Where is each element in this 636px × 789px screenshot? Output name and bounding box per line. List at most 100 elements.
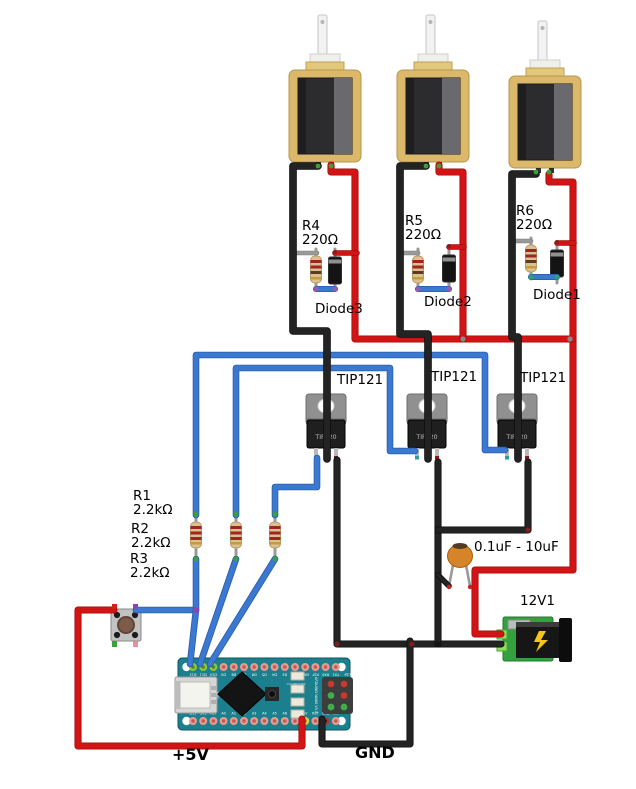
resistor-band-gold [310, 277, 322, 280]
junction-dot [446, 286, 452, 292]
transistor-pin-tip [415, 456, 419, 460]
resistor-r1 [190, 513, 202, 557]
icsp-pin [327, 703, 335, 711]
wire-black-arduino-gnd [318, 637, 414, 748]
nano-pin-label-top: GND [301, 673, 309, 677]
junction-dot [533, 169, 539, 175]
label-diode2: Diode2 [424, 294, 472, 310]
coil-highlight [442, 78, 460, 154]
nano-pin-label-top: D3 [282, 673, 287, 677]
resistor-band [190, 526, 202, 529]
resistor-band-gold [190, 542, 202, 545]
nano-pin-top-center [242, 665, 246, 669]
resistor-band [230, 526, 242, 529]
solenoid-2 [396, 14, 470, 167]
resistor-r4 [310, 247, 322, 292]
junction-dot [328, 163, 334, 169]
label-r3-value: 2.2kΩ [130, 565, 170, 581]
label-diode3: Diode3 [315, 301, 363, 317]
wire-blue-r2-to-d11 [196, 555, 240, 668]
junction-dot [193, 607, 199, 613]
nano-pin-label-top: RST [311, 673, 319, 677]
nano-pin-bottom-center [201, 719, 205, 723]
label-r5-value: 220Ω [405, 227, 441, 243]
transistor-pin [435, 448, 439, 457]
button-screw [113, 631, 121, 639]
nano-pin-label-bottom: A5 [272, 712, 276, 716]
label-diode1: Diode1 [533, 287, 581, 303]
nano-pin-label-bottom: A3 [252, 712, 256, 716]
junction-dot [333, 250, 337, 254]
nano-pin-bottom-center [252, 719, 256, 723]
wire-core [193, 352, 508, 518]
junction-dot [133, 604, 139, 610]
junction-dots [111, 163, 573, 647]
wire-core [290, 163, 330, 462]
icsp-pin [340, 692, 348, 699]
nano-pin-bottom-center [283, 719, 287, 723]
nano-pin-top-center [221, 665, 226, 669]
junction-dot [193, 556, 199, 562]
wire-blue-r2-to-tip2-base [232, 364, 419, 519]
resistor-band [230, 537, 242, 540]
diode-1 [550, 240, 564, 285]
icsp-pin [327, 680, 335, 688]
resistor-band [269, 531, 281, 535]
wire-black-solenoid2-collector [396, 162, 432, 463]
label-r1: R1 [133, 488, 151, 504]
junction-dot [460, 336, 466, 342]
junction-dot [272, 511, 278, 517]
usb-ridge [211, 686, 217, 690]
nano-pin-bottom-center [272, 719, 277, 723]
plunger-hole [428, 20, 433, 24]
transistor-pin-tip [505, 456, 509, 460]
junction-dot [435, 641, 441, 647]
wire-core [197, 556, 239, 667]
jack-barrel-shine [516, 622, 562, 627]
junction-dot [423, 163, 429, 169]
resistor-r2 [230, 513, 242, 557]
junction-dot [409, 641, 415, 647]
nano-pin-bottom-center [313, 719, 318, 723]
icsp-label: ICSP [344, 672, 351, 676]
junction-dot [332, 286, 338, 292]
label-r3: R3 [130, 551, 148, 567]
wire-core [436, 162, 466, 342]
junction-dot [111, 604, 117, 610]
junction-dot [415, 286, 421, 292]
junction-dot [546, 169, 552, 175]
resistor-band [230, 531, 242, 535]
resistor-band [190, 537, 202, 540]
wire-core [233, 365, 418, 518]
nano-pin-label-top: TX1 [333, 673, 341, 677]
button-screw [113, 611, 121, 619]
reset-button-cap [268, 690, 276, 698]
resistor-band [190, 531, 202, 535]
diode-2 [442, 245, 456, 290]
solenoid-pin [536, 168, 541, 173]
label-r4: R4 [302, 218, 320, 234]
resistor-r3 [269, 513, 281, 557]
junction-dot [334, 641, 340, 647]
nano-pin-label-top: D6 [252, 673, 257, 677]
label-r6: R6 [516, 203, 534, 219]
nano-pin-label-bottom: RST [312, 712, 320, 716]
nano-pin-label-bottom: A4 [262, 712, 266, 716]
transistor-pin [314, 448, 318, 457]
junction-dot [193, 511, 199, 517]
transistor-pin [334, 448, 338, 457]
cap-top-rim [452, 543, 468, 549]
junction-dot [467, 584, 473, 590]
transistor-pin-tip [525, 456, 529, 460]
label-tip121-2: TIP121 [430, 369, 477, 385]
nano-pin-label-bottom: A6 [283, 712, 287, 716]
wire-core [272, 455, 320, 518]
smd-component [290, 709, 305, 719]
nano-pin-bottom-center [262, 719, 267, 723]
button-cap [117, 616, 135, 634]
solenoid-1 [288, 14, 362, 167]
resistor-band-gold [412, 277, 424, 280]
nano-pin-bottom-center [334, 719, 338, 723]
